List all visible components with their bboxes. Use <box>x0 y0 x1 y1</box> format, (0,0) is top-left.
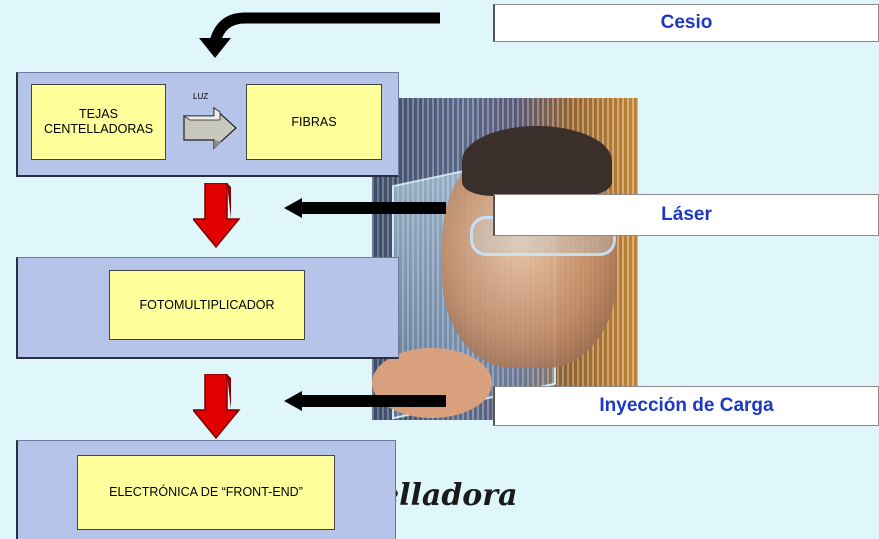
cesio-label: Cesio <box>493 4 879 42</box>
fotomultiplicador-text: FOTOMULTIPLICADOR <box>139 297 275 312</box>
photo-hair-shape <box>462 126 612 196</box>
red-down-arrow-icon <box>193 183 241 249</box>
inyeccion-label: Inyección de Carga <box>493 386 879 426</box>
fotomultiplicador-box: FOTOMULTIPLICADOR <box>109 270 305 340</box>
front-end-box: ELECTRÓNICA DE “FRONT-END” <box>77 455 335 530</box>
cesio-label-text: Cesio <box>660 12 713 33</box>
laser-label-text: Láser <box>661 204 712 225</box>
luz-text: LUZ <box>193 92 209 101</box>
inyeccion-arrow-icon <box>284 391 446 411</box>
curved-arrow-icon <box>199 12 440 58</box>
laser-arrow-icon <box>284 198 446 218</box>
tejas-box: TEJAS CENTELLADORAS <box>31 84 166 160</box>
light-block-arrow-icon <box>182 106 237 150</box>
fibras-box: FIBRAS <box>246 84 382 160</box>
front-end-text: ELECTRÓNICA DE “FRONT-END” <box>109 485 303 499</box>
scintillator-photo <box>372 98 638 420</box>
laser-label: Láser <box>493 194 879 236</box>
tejas-text: TEJAS CENTELLADORAS <box>43 107 154 136</box>
inyeccion-label-text: Inyección de Carga <box>599 395 774 416</box>
red-down-arrow-icon <box>193 374 241 440</box>
fibras-text: FIBRAS <box>291 114 337 129</box>
caption-text: elladora <box>380 478 518 513</box>
